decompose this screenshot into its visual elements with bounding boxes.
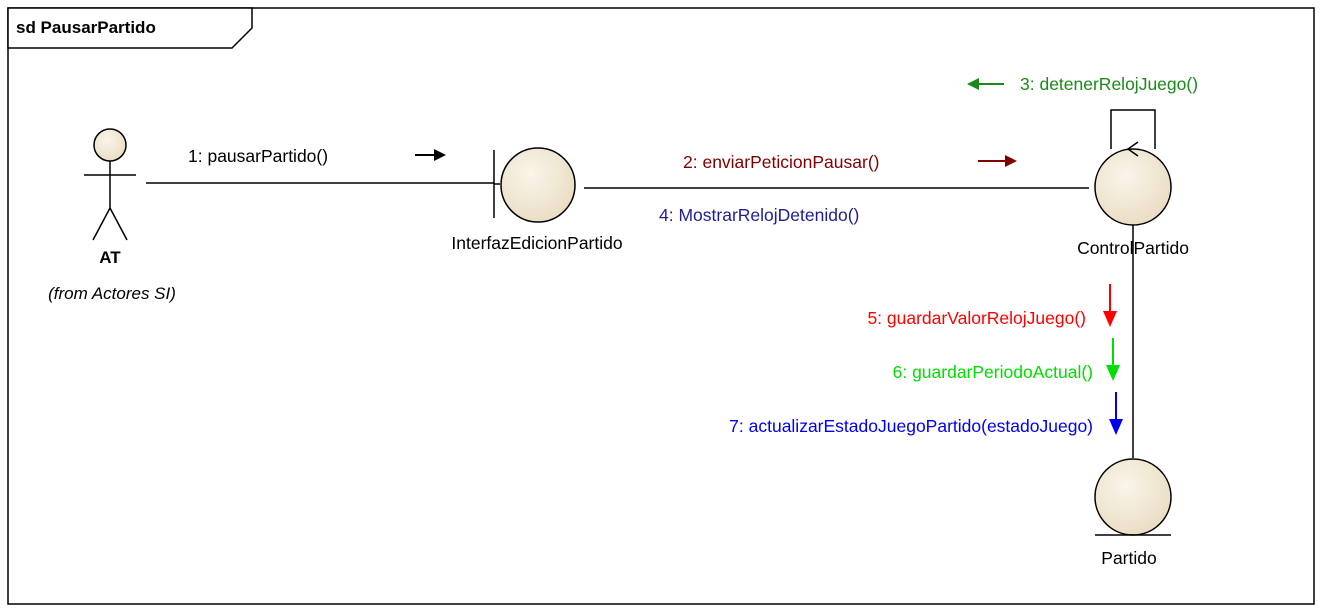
message-1-arrow-head <box>434 149 446 161</box>
frame-border <box>7 7 1315 605</box>
message-2-arrow-head <box>1005 155 1017 167</box>
actor-right-leg <box>109 207 128 241</box>
message-2-label: 2: enviarPeticionPausar() <box>683 152 879 172</box>
message-7[interactable]: 7: actualizarEstadoJuegoPartido(estadoJu… <box>729 392 1123 436</box>
message-5-arrow-head <box>1103 311 1117 327</box>
actor-head <box>93 128 127 162</box>
message-2[interactable]: 2: enviarPeticionPausar() <box>683 152 1017 172</box>
control-arrow-head <box>1126 141 1139 157</box>
frame-title-tab <box>7 7 253 49</box>
self-link-control <box>1110 109 1156 149</box>
control-circle <box>1094 148 1172 226</box>
message-6-label: 6: guardarPeriodoActual() <box>893 362 1093 382</box>
message-6[interactable]: 6: guardarPeriodoActual() <box>893 338 1120 382</box>
message-4-label[interactable]: 4: MostrarRelojDetenido() <box>659 205 859 225</box>
message-3-label: 3: detenerRelojJuego() <box>1020 74 1198 94</box>
control-label: ControlPartido <box>1077 238 1189 258</box>
entity-object[interactable] <box>1094 458 1172 536</box>
message-6-arrow-head <box>1106 365 1120 381</box>
actor-figure[interactable] <box>84 128 136 241</box>
message-7-arrow-head <box>1109 419 1123 435</box>
actor-name: AT <box>99 248 121 267</box>
boundary-object[interactable] <box>493 147 576 223</box>
entity-circle <box>1094 458 1172 536</box>
message-3-arrow-head <box>967 78 979 90</box>
entity-label: Partido <box>1101 548 1156 568</box>
actor-from: (from Actores SI) <box>48 284 176 303</box>
message-3[interactable]: 3: detenerRelojJuego() <box>967 74 1198 94</box>
boundary-label: InterfazEdicionPartido <box>451 233 622 253</box>
boundary-circle <box>500 147 576 223</box>
actor-left-leg <box>92 207 111 241</box>
message-5-label: 5: guardarValorRelojJuego() <box>867 308 1086 328</box>
message-7-label: 7: actualizarEstadoJuegoPartido(estadoJu… <box>729 416 1093 436</box>
control-object[interactable] <box>1094 141 1172 226</box>
message-1-label: 1: pausarPartido() <box>188 146 328 166</box>
frame-title: sd PausarPartido <box>16 18 156 37</box>
message-1[interactable]: 1: pausarPartido() <box>188 146 446 166</box>
message-5[interactable]: 5: guardarValorRelojJuego() <box>867 284 1117 328</box>
